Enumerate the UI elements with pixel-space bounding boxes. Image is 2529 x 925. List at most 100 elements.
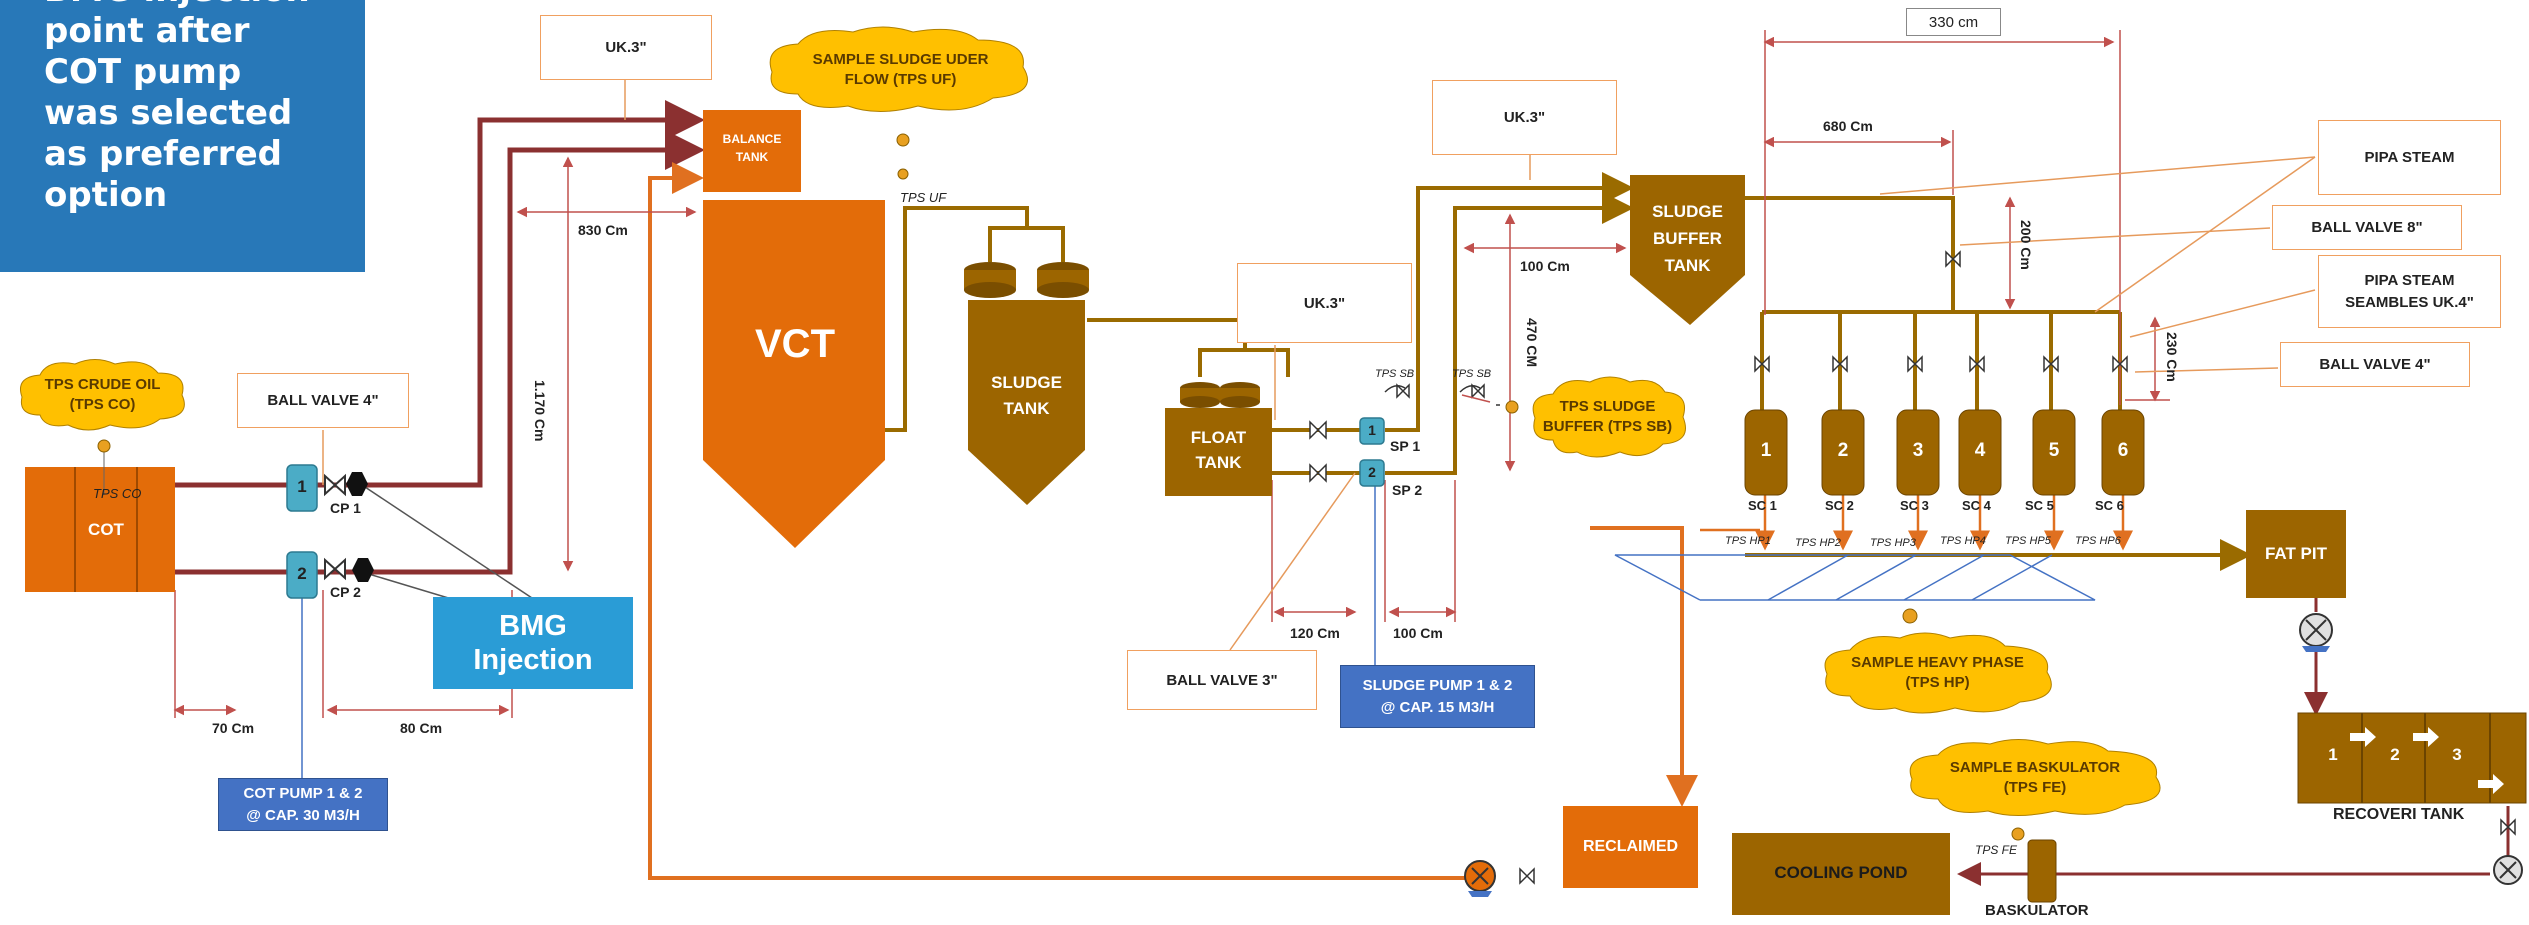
recoveri-cell-label: 1 <box>2328 745 2338 764</box>
dimension-label: 680 Cm <box>1823 118 1873 134</box>
separator-number: 5 <box>2048 440 2060 461</box>
reclaimed-pump <box>1464 860 1535 897</box>
recoveri-cell-label: 3 <box>2452 745 2462 764</box>
fat-pit-label: FAT PIT <box>2264 544 2327 563</box>
sludge-pipes <box>875 172 2252 571</box>
cloud-shape <box>1824 632 2052 714</box>
sp1-label: SP 1 <box>1390 438 1421 454</box>
tps-hp-label: TPS HP6 <box>2075 535 2121 547</box>
separator-valves <box>1754 250 2128 373</box>
float-tank <box>1165 382 1272 496</box>
cloud-tps-crude-oil: TPS CRUDE OIL (TPS CO) <box>10 355 195 435</box>
tps-hp-label: TPS HP2 <box>1795 537 1841 549</box>
separator-number: 3 <box>1912 440 1924 461</box>
callout-pipa-steam-seamless: PIPA STEAM SEAMBLES UK.4" <box>2318 255 2501 328</box>
cot-label: COT <box>88 520 124 539</box>
dimension-label: 70 Cm <box>212 720 255 736</box>
reclaimed-return-pipe <box>648 162 1698 880</box>
note-line: COT pump <box>44 52 242 92</box>
tps-uf-label: TPS UF <box>900 190 947 205</box>
sludge-pump-spec: SLUDGE PUMP 1 & 2 @ CAP. 15 M3/H <box>1340 665 1535 728</box>
bmg-line: BMG <box>499 610 567 642</box>
dimension-label: 230 Cm <box>2164 332 2180 382</box>
label-line: SLUDGE <box>1652 202 1723 221</box>
cloud-line: FLOW (TPS UF) <box>844 70 957 88</box>
cloud-line: BUFFER (TPS SB) <box>1542 418 1673 435</box>
note-line: was selected <box>44 93 293 133</box>
sludge-tank <box>964 262 1089 505</box>
sludge-buffer-tank <box>1630 175 1745 325</box>
spec-line: COT PUMP 1 & 2 <box>243 784 363 802</box>
cloud-line: SAMPLE BASKULATOR <box>1949 758 2121 776</box>
dimension-label: 830 Cm <box>578 222 628 238</box>
fat-pit <box>2246 510 2346 652</box>
callout-ball-valve-3: BALL VALVE 3" <box>1127 650 1317 710</box>
label-line: TANK <box>1003 399 1050 418</box>
dimension-label: 100 Cm <box>1393 625 1443 641</box>
label-line: TANK <box>1664 256 1711 275</box>
label-line: TANK <box>735 150 769 164</box>
spec-line: SLUDGE PUMP 1 & 2 <box>1362 676 1513 694</box>
cp2-label: CP 2 <box>330 584 361 600</box>
cloud-line: SAMPLE HEAVY PHASE <box>1851 654 2024 671</box>
dimension-label: 120 Cm <box>1290 625 1340 641</box>
note-line: point after <box>44 11 250 51</box>
ball-valve-cp2 <box>324 557 374 582</box>
dimension-label: 200 Cm <box>2018 220 2034 270</box>
tps-hp-label: TPS HP3 <box>1870 537 1916 549</box>
cloud-tps-sludge-buffer: TPS SLUDGE BUFFER (TPS SB) <box>1525 372 1690 462</box>
cloud-sample-heavy-phase: SAMPLE HEAVY PHASE (TPS HP) <box>1815 628 2060 718</box>
cot-tank <box>25 439 175 592</box>
callout-ball-valve-4-left: BALL VALVE 4" <box>237 373 409 428</box>
callout-ball-valve-4-right: BALL VALVE 4" <box>2280 342 2470 387</box>
cot-pump-2 <box>286 551 318 599</box>
callout-line: SEAMBLES UK.4" <box>2345 293 2474 311</box>
cloud-line: SAMPLE SLUDGE UDER <box>812 50 989 68</box>
separator-label: SC 6 <box>2095 498 2124 513</box>
cloud-sample-baskulator: SAMPLE BASKULATOR (TPS FE) <box>1900 735 2170 820</box>
tps-hp-label: TPS HP4 <box>1940 535 1986 547</box>
callout-uk3-crude: UK.3" <box>540 15 712 80</box>
callout-ball-valve-8: BALL VALVE 8" <box>2272 205 2462 250</box>
separator-label: SC 2 <box>1825 498 1854 513</box>
dimension-lines <box>173 30 2170 718</box>
label-line: BALANCE <box>722 132 782 146</box>
sp2-number: 2 <box>1368 464 1376 480</box>
vct-tank <box>703 133 910 548</box>
callout-uk3-float: UK.3" <box>1237 263 1412 343</box>
note-line: option <box>44 175 168 215</box>
callout-line: PIPA STEAM <box>2364 271 2455 289</box>
label-line: BUFFER <box>1653 229 1722 248</box>
callout-uk3-buffer: UK.3" <box>1432 80 1617 155</box>
dimension-330-box: 330 cm <box>1906 8 2001 36</box>
tps-fe-label: TPS FE <box>1975 843 2018 857</box>
sample-valves-tps-sb <box>1384 383 1519 414</box>
label-line: SLUDGE <box>991 373 1062 392</box>
cp1-number: 1 <box>297 477 307 496</box>
bmg-line: Injection <box>473 644 593 676</box>
baskulator-unit <box>2011 827 2057 903</box>
separator-number: 1 <box>1760 440 1772 461</box>
cloud-shape <box>769 26 1028 112</box>
cooling-pond-label: COOLING POND <box>1774 863 1908 882</box>
label-line: TANK <box>1195 453 1242 472</box>
sp1-number: 1 <box>1368 422 1376 438</box>
tps-hp-sample-point <box>1902 608 1918 624</box>
separator-label: SC 4 <box>1962 498 1991 513</box>
cp1-label: CP 1 <box>330 500 361 516</box>
balance-tank-label: BALANCE TANK <box>703 130 801 166</box>
spec-line: @ CAP. 15 M3/H <box>1380 698 1495 716</box>
dimension-label: 100 Cm <box>1520 258 1570 274</box>
tps-hp-label: TPS HP1 <box>1725 535 1771 547</box>
separator-number: 2 <box>1837 440 1849 461</box>
cloud-line: (TPS HP) <box>1905 674 1970 691</box>
cot-pump-1 <box>286 464 318 512</box>
heavy-phase-lines <box>1614 495 2133 601</box>
tps-hp-label: TPS HP5 <box>2005 535 2051 547</box>
recoveri-tank-label: RECOVERI TANK <box>2333 806 2465 823</box>
dimension-label: 80 Cm <box>400 720 443 736</box>
cloud-line: TPS SLUDGE <box>1559 398 1656 415</box>
sludge-tank-label: SLUDGE TANK <box>968 370 1085 422</box>
float-tank-label: FLOAT TANK <box>1165 425 1272 475</box>
buffer-tank-label: SLUDGE BUFFER TANK <box>1630 198 1745 279</box>
